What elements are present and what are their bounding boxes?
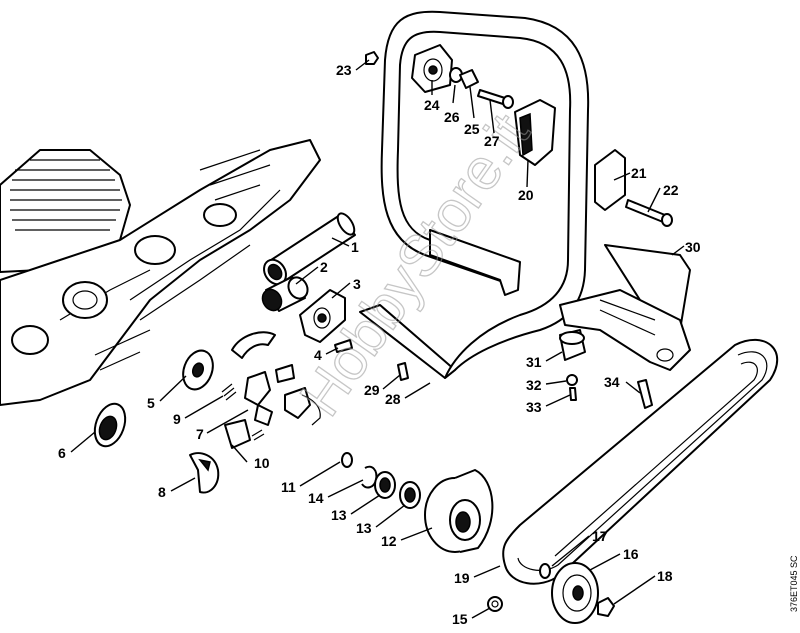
callout-29: 29 <box>364 382 380 398</box>
callout-3: 3 <box>353 276 361 292</box>
part-10-shoe <box>224 419 265 449</box>
callout-27: 27 <box>484 133 500 149</box>
part-29-screw <box>397 362 409 381</box>
part-18-nut <box>597 597 615 617</box>
part-28-handle <box>359 10 590 379</box>
callout-13a: 13 <box>331 507 347 523</box>
callout-14: 14 <box>308 490 324 506</box>
leader-lines <box>70 59 685 619</box>
part-21-clamp <box>594 149 626 211</box>
part-16-pulley <box>551 562 599 624</box>
callout-1: 1 <box>351 239 359 255</box>
clutch-shoe-top <box>231 331 321 426</box>
part-33-screw <box>569 387 577 401</box>
callout-25: 25 <box>464 121 480 137</box>
callout-26: 26 <box>444 109 460 125</box>
part-12-drum <box>424 469 494 553</box>
part-34-screw <box>637 379 653 409</box>
callout-9: 9 <box>173 411 181 427</box>
callout-8: 8 <box>158 484 166 500</box>
part-20-grip <box>514 99 556 166</box>
callout-20: 20 <box>518 187 534 203</box>
drawing-code: 376ET045 SC <box>789 555 799 612</box>
callout-11: 11 <box>281 479 296 495</box>
callout-18: 18 <box>657 568 673 584</box>
callout-32: 32 <box>526 377 542 393</box>
part-13-bearing-b <box>399 481 421 509</box>
callout-33: 33 <box>526 399 542 415</box>
part-23-nut <box>365 51 379 65</box>
part-11-washer <box>341 452 353 468</box>
callout-12: 12 <box>381 533 397 549</box>
part-19-belt <box>502 339 779 585</box>
callout-17: 17 <box>592 528 608 544</box>
part-5-washer <box>182 349 214 391</box>
callout-4: 4 <box>314 347 322 363</box>
part-31-buffer <box>559 329 586 361</box>
part-24-plate <box>411 44 453 93</box>
part-22-bolt <box>625 199 673 227</box>
callout-19: 19 <box>454 570 470 586</box>
part-15-washer <box>487 596 503 612</box>
callout-7: 7 <box>196 426 204 442</box>
callout-22: 22 <box>663 182 679 198</box>
callout-10: 10 <box>254 455 270 471</box>
part-4-screw <box>334 339 353 353</box>
callout-13b: 13 <box>356 520 372 536</box>
part-3-bracket <box>299 289 346 343</box>
callout-16: 16 <box>623 546 639 562</box>
callout-labels: 23 24 26 25 27 20 21 22 1 2 3 4 30 31 32… <box>58 62 701 627</box>
part-6-disc <box>93 402 127 448</box>
part-9-spring <box>221 383 237 401</box>
part-17-washer <box>539 563 551 579</box>
part-1-sleeve <box>263 212 356 286</box>
callout-28: 28 <box>385 391 401 407</box>
callout-6: 6 <box>58 445 66 461</box>
callout-23: 23 <box>336 62 352 78</box>
callout-15: 15 <box>452 611 468 627</box>
callout-21: 21 <box>631 165 647 181</box>
callout-30: 30 <box>685 239 701 255</box>
part-26-rubber <box>449 67 479 89</box>
part-8-shoe <box>189 452 220 494</box>
callout-24: 24 <box>424 97 440 113</box>
callout-34: 34 <box>604 374 620 390</box>
part-30-guard <box>559 244 691 371</box>
engine-housing <box>0 139 321 406</box>
part-2-bearing <box>261 276 309 312</box>
part-32-washer <box>566 374 578 386</box>
callout-5: 5 <box>147 395 155 411</box>
callout-31: 31 <box>526 354 542 370</box>
callout-2: 2 <box>320 259 328 275</box>
part-27-screw <box>477 89 514 109</box>
part-13-bearing-a <box>374 471 396 499</box>
